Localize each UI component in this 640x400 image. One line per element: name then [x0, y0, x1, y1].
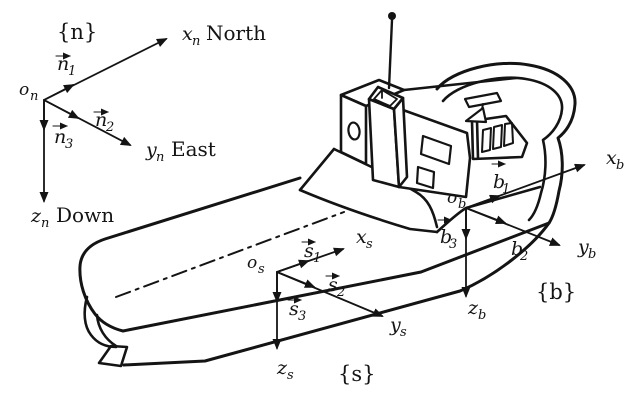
n3-label: n [54, 126, 66, 148]
n1-label: n [57, 53, 69, 75]
ys-label: y [389, 314, 401, 336]
radar-flag-icon [463, 91, 503, 109]
frame-n-brace: {n} [57, 20, 97, 44]
down-label: Down [56, 203, 114, 227]
b1-unit-arrow [465, 194, 501, 209]
cabin-block [397, 108, 472, 199]
xn-sub: n [192, 34, 200, 49]
funnel-top-inner [373, 89, 398, 107]
n2-unit-arrow [43, 99, 80, 119]
roof-far-edge [402, 76, 518, 92]
radar-triangle-icon [464, 106, 488, 124]
ys-sub: s [400, 325, 407, 340]
s2-sub: 2 [336, 285, 345, 300]
wheelhouse [470, 114, 529, 161]
north-label: North [206, 21, 266, 45]
xs-sub: s [366, 237, 373, 252]
b3-label: b [440, 226, 452, 248]
hull-bottom-edge [122, 221, 551, 367]
deck-break-riser [298, 147, 336, 192]
zb-sub: b [478, 308, 486, 323]
s1-label: s [304, 240, 314, 262]
zn-sub: n [41, 216, 49, 231]
origin-b-sub: b [458, 197, 466, 212]
xs-label: x [356, 226, 367, 248]
b2-label: b [511, 238, 523, 260]
origin-n-sub: n [30, 89, 38, 104]
wheelhouse-left-edge [475, 118, 480, 160]
xn-label: x [182, 23, 193, 45]
s2-unit-arrow [276, 271, 316, 288]
n1-sub: 1 [68, 64, 76, 79]
s2-label: s [328, 274, 338, 296]
zb-label: z [467, 297, 479, 319]
origin-b-label: o [447, 188, 457, 208]
n2-sub: 2 [105, 120, 114, 135]
frame-b-labels: {b} o b b 1 b 2 b 3 x b y b z b [440, 147, 624, 323]
stern-rim-outer [435, 61, 577, 225]
frame-s-brace: {s} [338, 362, 376, 386]
mast [387, 18, 394, 90]
porthole [347, 121, 361, 141]
s3-label: s [289, 298, 299, 320]
b2-sub: 2 [519, 249, 528, 264]
wheelhouse-window-3 [503, 122, 514, 147]
cabin-window-large [419, 134, 453, 166]
b2-unit-arrow [465, 207, 507, 224]
origin-s-label: o [247, 253, 257, 273]
stern-rim-inner [441, 76, 564, 222]
platform-top-edge [332, 147, 439, 229]
deck-centerline [115, 211, 345, 298]
yb-label: y [577, 236, 589, 258]
mast-ball-icon [388, 12, 396, 20]
xb-sub: b [616, 158, 624, 173]
n1-unit-arrow [43, 84, 75, 101]
cabin-window-small [415, 165, 436, 190]
yn-sub: n [156, 150, 164, 165]
ship-drawing [78, 12, 577, 368]
frame-n-labels: {n} o n n 1 n 2 n 3 x n North y n East z… [19, 20, 266, 231]
n2-label: n [95, 109, 107, 131]
bulbous-bow-inner [95, 313, 118, 348]
origin-s-sub: s [258, 262, 265, 277]
frame-s [272, 238, 384, 350]
yb-sub: b [588, 247, 596, 262]
xb-label: x [606, 147, 617, 169]
bow-skeg [97, 344, 129, 368]
frame-b-brace: {b} [536, 280, 576, 304]
zn-label: z [30, 205, 42, 227]
n3-sub: 3 [65, 137, 73, 152]
zs-sub: s [287, 368, 294, 383]
yn-label: y [145, 139, 157, 161]
hull-deck-outline [78, 176, 551, 333]
frame-n [39, 38, 168, 203]
frame-s-labels: {s} o s s 1 s 2 s 3 x s y s z s [247, 226, 407, 386]
east-label: East [171, 137, 216, 161]
s1-sub: 1 [313, 251, 321, 266]
b1-label: b [493, 171, 505, 193]
bulbous-bow-outer [83, 295, 118, 349]
origin-n-label: o [19, 80, 29, 100]
s1-unit-arrow [276, 259, 310, 273]
b1-sub: 1 [502, 182, 510, 197]
zs-label: z [276, 357, 288, 379]
funnel-top [367, 85, 405, 111]
s3-sub: 3 [298, 309, 306, 324]
frame-b [437, 160, 586, 298]
deck-break-lower-edge [298, 188, 439, 234]
wheelhouse-window-2 [492, 124, 503, 150]
b3-sub: 3 [449, 237, 457, 252]
wheelhouse-window-1 [481, 127, 492, 153]
